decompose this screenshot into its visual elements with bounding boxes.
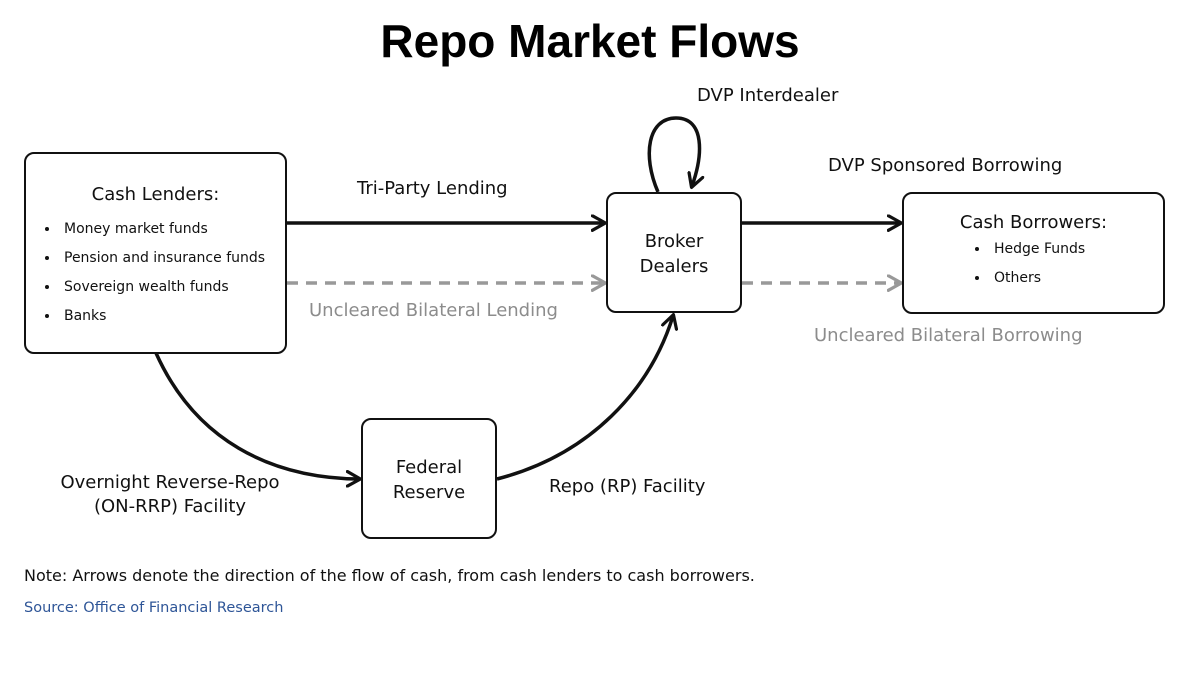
cash-borrowers-list: Hedge Funds Others xyxy=(904,235,1163,293)
footnote: Note: Arrows denote the direction of the… xyxy=(24,566,755,585)
federal-reserve-line1: Federal xyxy=(395,457,463,478)
source-credit: Source: Office of Financial Research xyxy=(24,600,284,616)
label-on-rrp-line2: (ON-RRP) Facility xyxy=(93,496,247,517)
label-repo-rp-facility: Repo (RP) Facility xyxy=(549,476,706,497)
list-item: Others xyxy=(990,264,1163,293)
broker-dealers-box: Broker Dealers xyxy=(606,192,742,313)
broker-dealers-line1: Broker xyxy=(644,231,704,252)
federal-reserve-box: Federal Reserve xyxy=(361,418,497,539)
list-item: Pension and insurance funds xyxy=(60,244,285,273)
list-item: Banks xyxy=(60,302,285,331)
label-uncleared-bilateral-borrowing: Uncleared Bilateral Borrowing xyxy=(814,325,1083,346)
diagram-title: Repo Market Flows xyxy=(380,15,800,67)
cash-lenders-list: Money market funds Pension and insurance… xyxy=(26,215,285,331)
cash-borrowers-box: Cash Borrowers: Hedge Funds Others xyxy=(902,192,1165,314)
label-tri-party-lending: Tri-Party Lending xyxy=(357,178,508,199)
list-item: Hedge Funds xyxy=(990,235,1163,264)
cash-lenders-title: Cash Lenders: xyxy=(91,184,220,205)
label-on-rrp-line1: Overnight Reverse-Repo xyxy=(60,472,280,493)
list-item: Money market funds xyxy=(60,215,285,244)
arrow-on-rrp xyxy=(154,352,359,479)
label-dvp-interdealer: DVP Interdealer xyxy=(697,85,839,106)
cash-lenders-box: Cash Lenders: Money market funds Pension… xyxy=(24,152,287,354)
arrow-repo-facility xyxy=(496,316,673,481)
label-on-rrp-facility: Overnight Reverse-Repo (ON-RRP) Facility xyxy=(40,471,300,519)
label-uncleared-bilateral-lending: Uncleared Bilateral Lending xyxy=(309,300,558,321)
arrow-dvp-interdealer-loop xyxy=(647,116,699,193)
cash-borrowers-title: Cash Borrowers: xyxy=(959,212,1108,233)
label-dvp-sponsored-borrowing: DVP Sponsored Borrowing xyxy=(828,155,1063,176)
list-item: Sovereign wealth funds xyxy=(60,273,285,302)
broker-dealers-line2: Dealers xyxy=(639,256,709,277)
federal-reserve-line2: Reserve xyxy=(392,482,466,503)
